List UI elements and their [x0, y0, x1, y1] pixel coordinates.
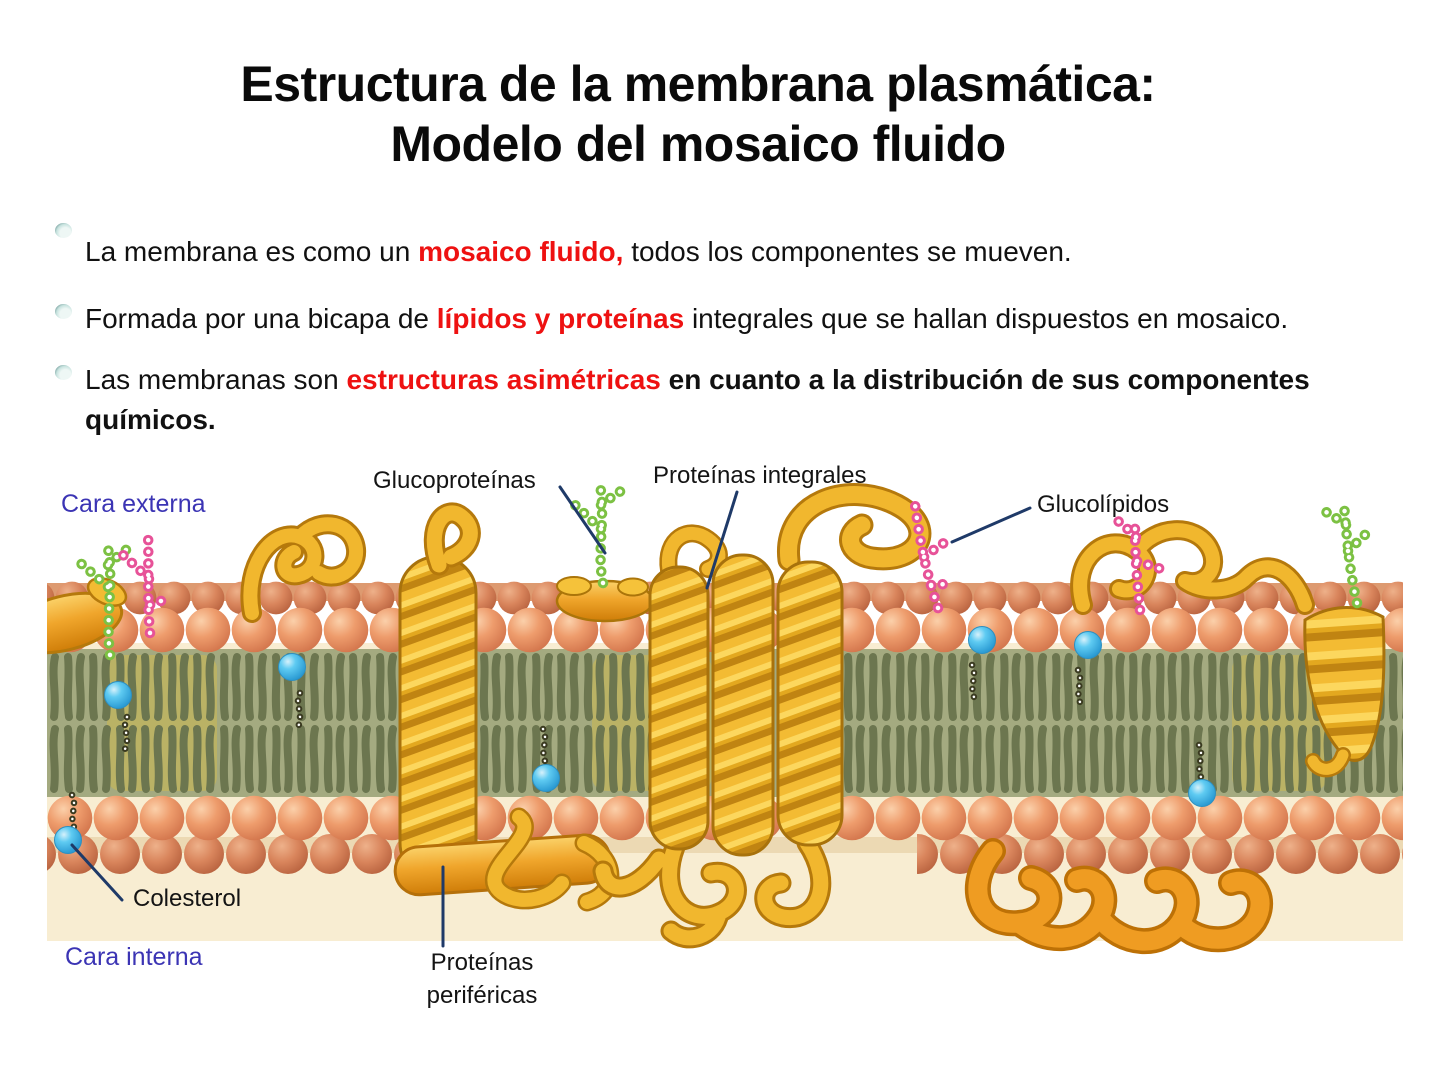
bullet-text-highlight: mosaico fluido,: [418, 236, 632, 267]
label-glucoproteinas: Glucoproteínas: [373, 467, 536, 494]
proteinas-integrales-leader-line: [705, 490, 739, 590]
bullet-text-highlight: estructuras asimétricas: [346, 364, 661, 395]
label-colesterol: Colesterol: [133, 885, 242, 912]
integral-protein-helix: [398, 513, 476, 881]
bullet-item: Las membranas son estructuras asimétrica…: [85, 360, 1395, 440]
label-proteinas-integrales: Proteínas integrales: [653, 462, 867, 489]
label-cara-externa: Cara externa: [61, 490, 206, 518]
glycoprotein-chain: [575, 480, 621, 583]
bullet-text-pre: Las membranas son: [85, 364, 347, 395]
label-proteinas-perifericas: Proteínas periféricas: [402, 946, 562, 1012]
bullet-sphere-icon: [55, 365, 72, 380]
bullet-text-post: en cuanto a la distribución de sus compo…: [660, 364, 1310, 395]
integral-protein-complex: [603, 495, 920, 938]
page-title: Estructura de la membrana plasmática: Mo…: [0, 54, 1396, 174]
bullet-item: La membrana es como un mosaico fluido, t…: [85, 232, 1395, 272]
bullet-text-post: integrales que se hallan dispuestos en m…: [684, 303, 1289, 334]
bullet-text-post2: químicos.: [85, 404, 216, 435]
bullet-sphere-icon: [55, 223, 72, 238]
leader-lines: [70, 485, 1032, 948]
membrane-diagram: Cara externa Glucoproteínas Proteínas in…: [47, 462, 1403, 1012]
bullet-item: Formada por una bicapa de lípidos y prot…: [85, 299, 1395, 339]
label-proteinas-perifericas-line2: periféricas: [426, 982, 538, 1009]
bullet-sphere-icon: [55, 304, 72, 319]
peripheral-protein-capsule: [393, 817, 612, 902]
title-line-1: Estructura de la membrana plasmática:: [240, 56, 1156, 112]
bullet-text-highlight: lípidos y proteínas: [436, 303, 685, 334]
membrane-illustration: [47, 465, 1403, 1010]
bullet-text-pre: Formada por una bicapa de: [85, 303, 437, 334]
colesterol-leader-line: [70, 843, 124, 902]
glucoproteinas-leader-line: [558, 485, 607, 555]
title-line-2: Modelo del mosaico fluido: [390, 116, 1006, 172]
label-proteinas-perifericas-line1: Proteínas: [430, 949, 534, 976]
glucolipidos-leader-line: [950, 506, 1032, 544]
label-cara-interna: Cara interna: [65, 943, 203, 971]
label-glucolipidos: Glucolípidos: [1037, 491, 1170, 518]
integral-protein-cone: [1080, 530, 1386, 769]
bullet-text-post: todos los componentes se mueven.: [631, 236, 1072, 267]
bullet-text-pre: La membrana es como un: [85, 236, 419, 267]
